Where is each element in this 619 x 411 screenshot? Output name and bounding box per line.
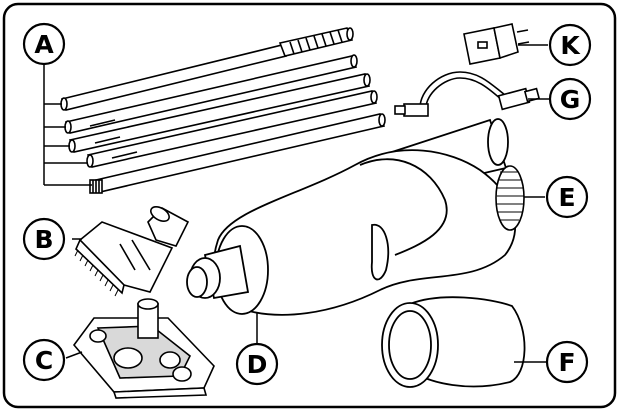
label-f: F	[545, 340, 589, 384]
svg-text:E: E	[558, 183, 575, 212]
part-b-brush-head	[74, 205, 190, 297]
part-a-extension-poles	[60, 27, 386, 194]
svg-text:B: B	[34, 225, 53, 254]
svg-text:F: F	[558, 348, 575, 377]
label-c: C	[22, 338, 66, 382]
svg-text:K: K	[560, 31, 581, 60]
label-d: D	[235, 342, 279, 386]
part-d-vacuum-body	[186, 118, 517, 316]
svg-text:A: A	[34, 30, 54, 59]
label-a: A	[22, 22, 66, 66]
label-e: E	[545, 175, 589, 219]
part-f-filter-bag	[381, 296, 526, 388]
part-c-cleaner-head	[72, 298, 215, 399]
label-k: K	[548, 23, 592, 67]
svg-text:D: D	[247, 350, 268, 379]
part-g-usb-cable	[394, 71, 541, 117]
part-e-end-cap	[495, 165, 525, 231]
label-b: B	[22, 217, 66, 261]
part-k-charger	[463, 23, 530, 65]
label-leaders	[65, 44, 550, 363]
svg-text:C: C	[35, 346, 53, 375]
label-a-leaders	[43, 64, 92, 186]
label-g: G	[548, 77, 592, 121]
svg-text:G: G	[560, 85, 581, 114]
